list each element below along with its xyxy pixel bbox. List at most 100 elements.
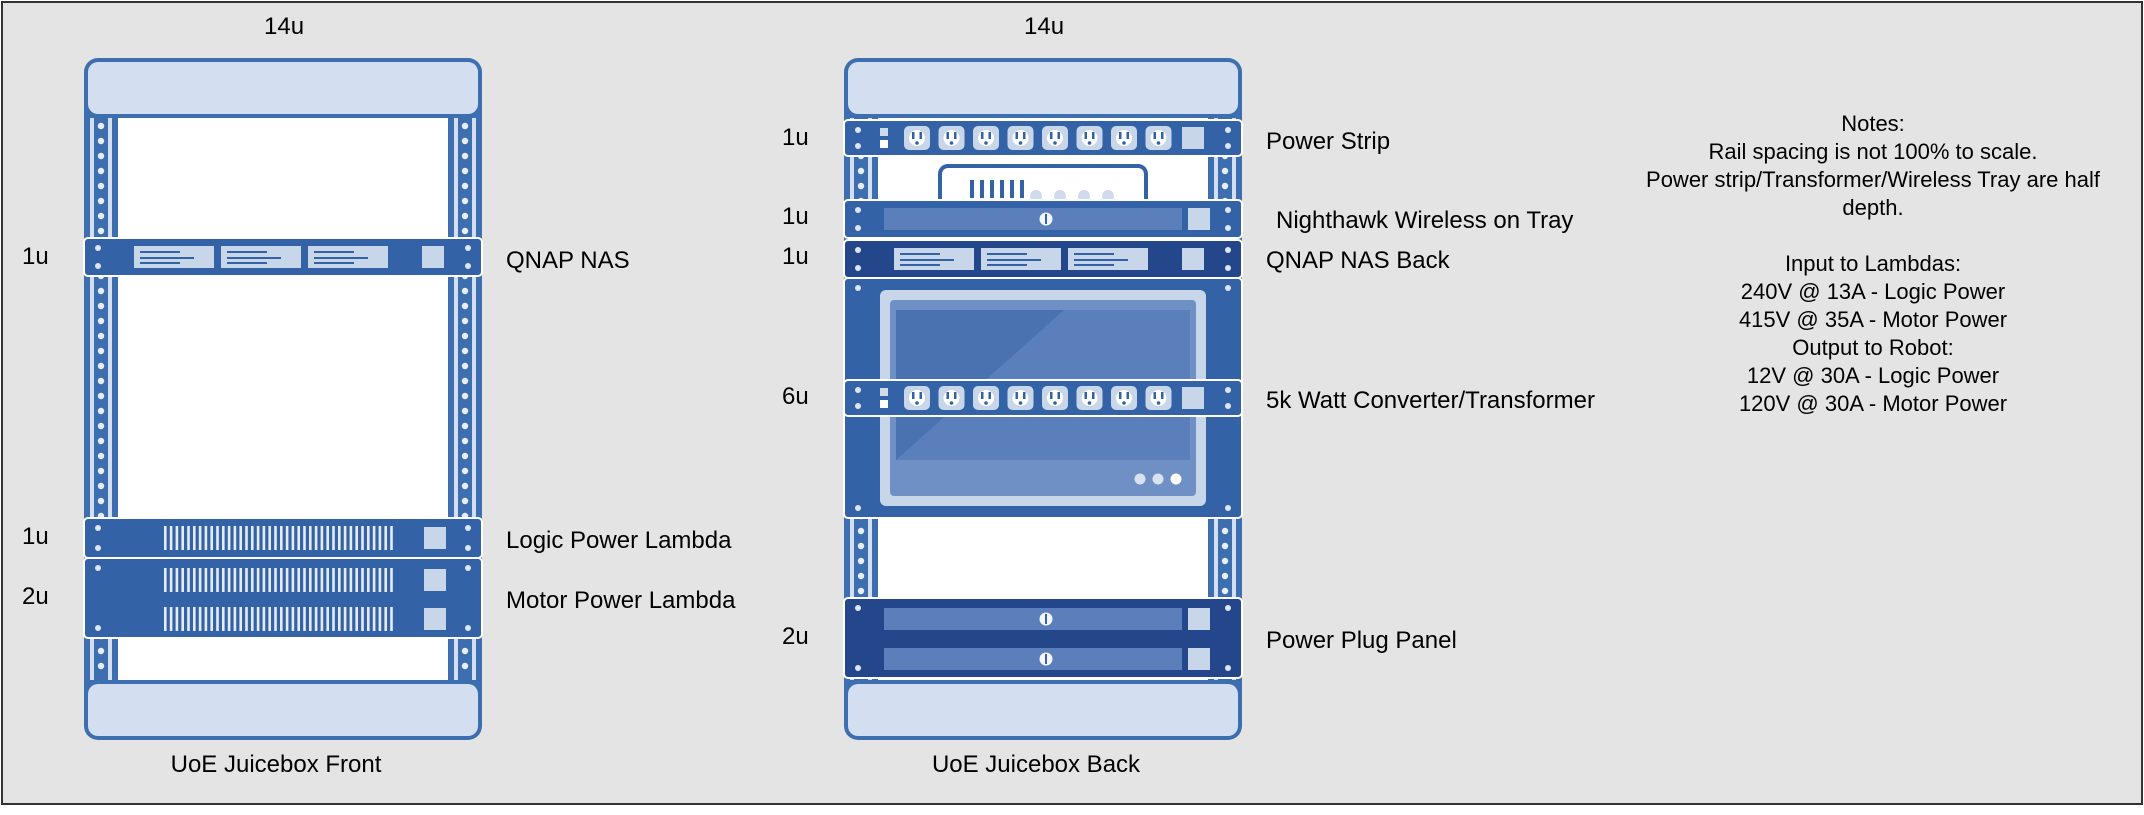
front-motor-power-lambda-vent-slot <box>349 568 353 592</box>
front-motor-power-lambda-vent-slot <box>384 607 387 631</box>
front-motor-power-lambda-vent-grill <box>164 607 393 631</box>
back-router-vent <box>1000 180 1004 198</box>
front-motor-power-lambda-vent-slot <box>285 607 289 631</box>
front-rail-hole <box>97 662 105 670</box>
back-transformer-outlet-strip-ear-hole <box>1225 403 1231 409</box>
front-rail-hole <box>461 227 469 235</box>
front-rack-height-label: 14u <box>264 13 305 40</box>
front-motor-power-lambda-vent-slot <box>227 568 231 592</box>
front-motor-power-lambda-vent-slot <box>338 568 341 592</box>
back-nighthawk-tray-ear-hole <box>1225 207 1231 213</box>
notes-line: Rail spacing is not 100% to scale. <box>1708 139 2038 164</box>
back-rail-hole <box>1221 572 1229 580</box>
front-rail-hole <box>97 197 105 205</box>
front-motor-power-lambda-vent-slot <box>355 607 358 631</box>
back-power-strip-outlet-pin <box>946 132 949 139</box>
notes-line: Input to Lambdas: <box>1784 251 1962 276</box>
back-qnap-nas-back-status-button <box>1182 248 1204 270</box>
front-logic-power-lambda-vent-slot <box>280 526 283 550</box>
front-motor-power-lambda-vent-slot <box>239 607 242 631</box>
back-power-strip-outlet-pin <box>1153 132 1156 139</box>
front-rail-hole <box>461 407 469 415</box>
back-power-strip-switch <box>880 140 888 148</box>
front-qnap-nas-ear-hole <box>465 245 471 251</box>
back-transformer-outlet-strip-outlet-pin <box>988 392 991 399</box>
back-transformer-outlet-strip-outlet-pin <box>1050 392 1053 399</box>
front-motor-power-lambda-ear-hole <box>465 565 471 571</box>
front-motor-power-lambda-vent-slot <box>326 568 329 592</box>
back-power-plug-panel-ear-hole <box>855 605 861 611</box>
back-transformer-outlet-strip-outlet-pin <box>1084 392 1087 399</box>
back-transformer-units-label: 6u <box>782 383 809 410</box>
front-logic-power-lambda-vent-slot <box>297 526 300 550</box>
back-power-strip-outlet-ground <box>1122 141 1126 145</box>
notes-line: 120V @ 30A - Motor Power <box>1738 391 2008 416</box>
front-motor-power-lambda-vent-slot <box>349 607 353 631</box>
back-power-strip-outlet-pin <box>912 132 915 139</box>
back-power-plug-panel-status-button <box>1188 608 1210 630</box>
back-qnap-units-label: 1u <box>782 243 809 270</box>
back-power-strip-name-label: Power Strip <box>1266 128 1391 155</box>
back-transformer-outlet-strip-outlet-pin <box>919 392 922 399</box>
front-motor-power-lambda-vent-slot <box>169 607 173 631</box>
back-power-strip-outlet-ground <box>915 141 919 145</box>
notes-line: 12V @ 30A - Logic Power <box>1746 363 2000 388</box>
front-rail-hole <box>461 317 469 325</box>
front-motor-power-lambda-vent-slot <box>187 568 190 592</box>
front-logic-power-lambda-vent-slot <box>262 526 266 550</box>
front-motor-power-lambda-vent-slot <box>320 568 324 592</box>
front-motor-power-lambda-vent-slot <box>303 607 306 631</box>
back-rail-hole <box>1221 557 1229 565</box>
front-rail-hole <box>97 647 105 655</box>
front-motor-power-lambda-vent-slot <box>169 568 173 592</box>
front-logic-power-lambda <box>83 517 483 559</box>
back-transformer-outlet-strip-outlet-ground <box>915 401 919 405</box>
back-transformer-ear-hole <box>1225 505 1231 511</box>
front-logic-power-lambda-vent-slot <box>204 526 208 550</box>
front-rail-hole <box>97 122 105 130</box>
front-rail-hole <box>97 287 105 295</box>
front-logic-power-lambda-vent-slot <box>338 526 341 550</box>
back-transformer-outlet-strip-outlet-ground <box>984 401 988 405</box>
front-rail-hole <box>97 377 105 385</box>
back-rail-hole <box>1221 587 1229 595</box>
front-motor-power-lambda-vent-slot <box>256 607 260 631</box>
front-motor-power-lambda-vent-slot <box>181 607 184 631</box>
notes-line: Power strip/Transformer/Wireless Tray ar… <box>1646 167 2100 192</box>
front-motor-power-lambda-vent-slot <box>361 568 364 592</box>
back-qnap-nas-back-ear-hole <box>1225 265 1231 271</box>
front-logic-power-lambda-vent-slot <box>378 526 382 550</box>
front-rail-hole <box>97 437 105 445</box>
front-motor-power-lambda-vent-slot <box>372 568 376 592</box>
back-transformer-outlet-strip-status-button <box>1182 387 1204 409</box>
back-power-plug-panel-ear-hole <box>855 665 861 671</box>
back-power-strip-ear-hole <box>1225 127 1231 133</box>
back-power-strip-units-label: 1u <box>782 124 809 151</box>
back-transformer-ear-hole <box>1225 285 1231 291</box>
front-rail-hole <box>461 182 469 190</box>
front-rack <box>83 58 483 740</box>
back-plug-panel-name-label: Power Plug Panel <box>1266 627 1457 654</box>
back-transformer-outlet-strip-outlet-pin <box>946 392 949 399</box>
back-power-strip-outlet-pin <box>1084 132 1087 139</box>
front-motor-power-lambda-vent-slot <box>164 568 167 592</box>
back-nighthawk-tray-panel <box>884 208 1182 230</box>
front-motor-power-lambda-vent-slot <box>222 607 225 631</box>
front-rack-caption: UoE Juicebox Front <box>170 751 382 778</box>
back-rail-hole <box>857 572 865 580</box>
front-rail-hole <box>97 332 105 340</box>
front-motor-power-lambda-vent-slot <box>256 568 260 592</box>
front-logic-power-lambda-vent-slot <box>181 526 184 550</box>
back-transformer-outlet-strip-outlet-pin <box>1161 392 1164 399</box>
notes-line: Notes: <box>1841 111 1905 136</box>
back-transformer-outlet-strip-switch <box>880 388 888 396</box>
back-transformer-outlet-strip-switch <box>880 400 888 408</box>
front-motor-power-lambda-vent-slot <box>187 607 190 631</box>
front-logic-power-lambda-vent-slot <box>372 526 376 550</box>
back-router-vent <box>990 180 994 198</box>
back-transformer-outlet-strip-outlet-pin <box>1015 392 1018 399</box>
back-power-strip-ear-hole <box>1225 143 1231 149</box>
front-rail-hole <box>97 452 105 460</box>
back-router-vent <box>970 180 974 198</box>
front-motor-power-lambda-vent-slot <box>303 568 306 592</box>
